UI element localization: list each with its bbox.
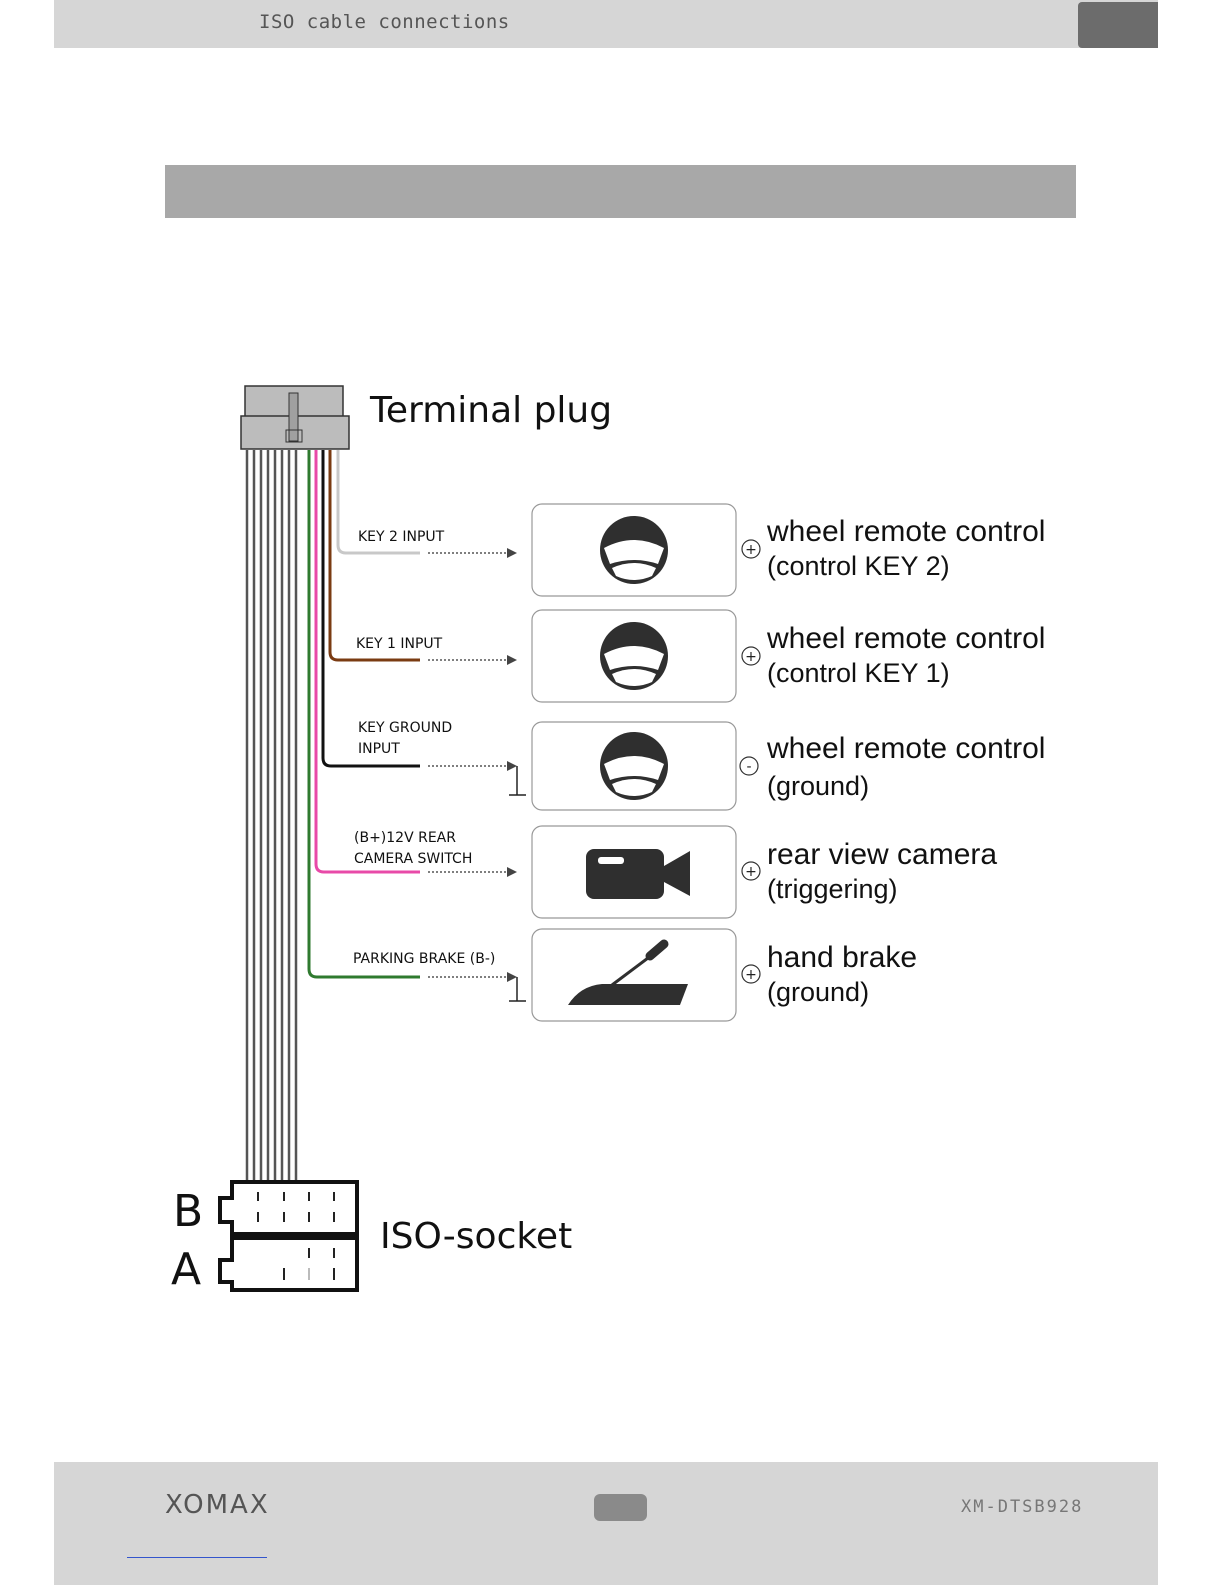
wire-label-key1: KEY 1 INPUT	[356, 636, 443, 652]
wire-brake	[307, 450, 420, 979]
device-title-brake: hand brake	[767, 941, 917, 974]
device-subtitle-camera: (triggering)	[767, 874, 898, 904]
header-tab	[1078, 2, 1158, 48]
wire-key-ground	[321, 450, 420, 768]
terminal-plug-label: Terminal plug	[369, 390, 612, 431]
device-subtitle-key2: (control KEY 2)	[767, 551, 950, 581]
device-labels: wheel remote control (control KEY 2) whe…	[766, 515, 1045, 1007]
polarity-key2: +	[745, 542, 757, 558]
wire-key1	[328, 450, 420, 662]
wire-label-key2: KEY 2 INPUT	[358, 529, 445, 545]
iso-socket-pins	[257, 1192, 335, 1280]
section-bar	[165, 165, 1076, 218]
steering-wheel-icon	[600, 732, 668, 800]
device-subtitle-key-ground: (ground)	[767, 771, 869, 801]
polarity-markers	[739, 539, 761, 984]
wire-camera	[314, 450, 420, 874]
iso-socket	[218, 1180, 359, 1292]
wire-label-key-ground: KEY GROUND	[358, 720, 452, 736]
wire-label-camera: (B+)12V REAR	[354, 830, 456, 846]
iso-row-a-label: A	[171, 1244, 201, 1295]
footer-bar	[54, 1462, 1158, 1585]
colored-wires	[307, 450, 420, 979]
polarity-key1: +	[745, 649, 757, 665]
device-subtitle-key1: (control KEY 1)	[767, 658, 950, 688]
polarity-key-ground: -	[746, 759, 751, 775]
wire-labels: KEY 2 INPUT KEY 1 INPUT KEY GROUND INPUT…	[353, 529, 495, 967]
connection-arrows	[428, 552, 507, 978]
wire-label-key-ground-2: INPUT	[358, 741, 400, 757]
device-title-key1: wheel remote control	[766, 622, 1045, 655]
header-bar	[54, 0, 1158, 48]
device-title-key-ground: wheel remote control	[766, 732, 1045, 765]
iso-socket-label: ISO-socket	[380, 1216, 572, 1257]
brand-logo: XOMAX	[165, 1490, 270, 1520]
page-title: ISO cable connections	[259, 11, 510, 33]
hand-brake-icon	[568, 939, 688, 1005]
model-number: XM-DTSB928	[961, 1497, 1084, 1517]
wire-bundle	[245, 450, 298, 1180]
wire-label-camera-2: CAMERA SWITCH	[354, 851, 472, 867]
polarity-labels: + + - + +	[745, 542, 757, 983]
device-title-camera: rear view camera	[767, 838, 997, 871]
wire-key2	[336, 450, 420, 555]
wire-label-brake: PARKING BRAKE (B-)	[353, 951, 495, 967]
terminal-plug	[240, 385, 350, 450]
page-number-badge	[594, 1494, 647, 1521]
device-title-key2: wheel remote control	[766, 515, 1045, 548]
arrowheads	[507, 548, 517, 982]
iso-row-b-label: B	[173, 1186, 203, 1237]
video-camera-icon	[586, 849, 690, 899]
footer-link-underline[interactable]	[127, 1557, 267, 1558]
polarity-camera: +	[745, 864, 757, 880]
steering-wheel-icon	[600, 516, 668, 584]
steering-wheel-icon	[600, 622, 668, 690]
polarity-brake: +	[745, 967, 757, 983]
ground-symbols	[509, 766, 526, 1002]
device-subtitle-brake: (ground)	[767, 977, 869, 1007]
